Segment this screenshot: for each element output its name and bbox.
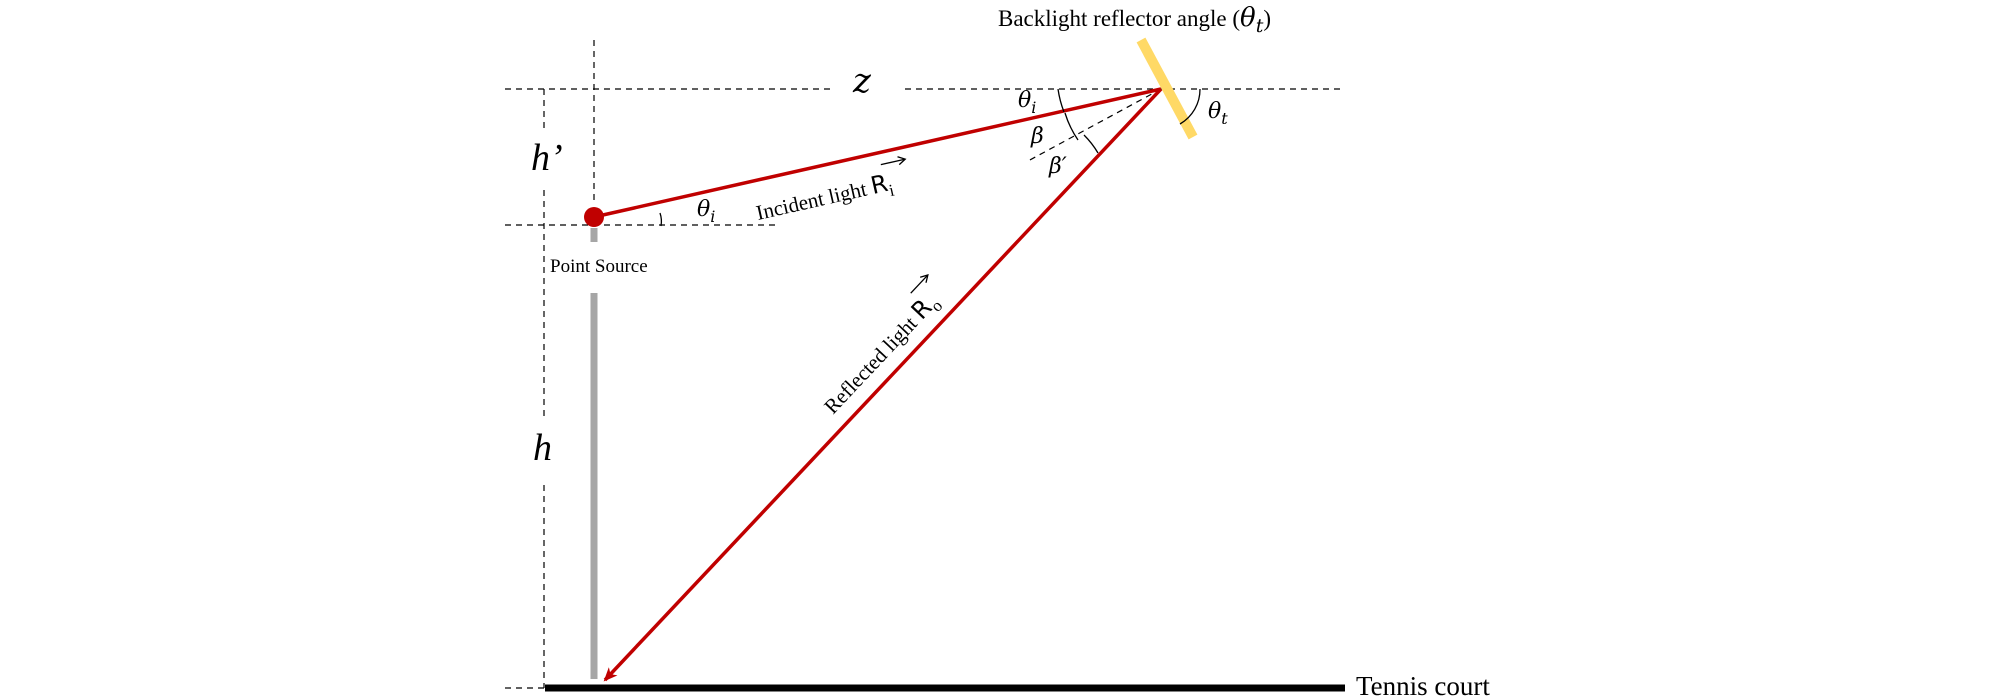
incident-light-label: Incident light Ri — [754, 156, 907, 225]
beta-label: β — [1030, 124, 1044, 149]
reflected-light-ray — [603, 87, 1163, 682]
incident-light-ray — [593, 87, 1162, 219]
tennis-court-label: Tennis court — [1356, 671, 1490, 697]
point-source-dot — [584, 207, 604, 227]
beta-prime-arc — [1083, 134, 1099, 154]
z-distance-label: z — [852, 61, 872, 101]
svg-text:Reflected light Ro: Reflected light Ro — [817, 287, 946, 422]
reflector-angle-title: Backlight reflector angle (θt) — [998, 3, 1271, 37]
theta-t-label: θt — [1208, 99, 1228, 128]
beta-arc — [1064, 112, 1079, 141]
h-label: h — [533, 427, 552, 469]
point-source-label: Point Source — [550, 256, 648, 277]
h-prime-label: h’ — [531, 137, 563, 179]
beta-prime-label: β′ — [1048, 154, 1067, 179]
theta-t-arc — [1179, 88, 1201, 125]
theta-i-arc-reflector — [1057, 88, 1065, 113]
reflector-normal-line — [1027, 88, 1162, 162]
theta-i-arc-source — [659, 212, 663, 227]
theta-i-label-source: θi — [697, 197, 715, 226]
theta-i-label-reflector: θi — [1018, 88, 1036, 117]
reflected-light-label: Reflected light Ro — [817, 273, 946, 422]
